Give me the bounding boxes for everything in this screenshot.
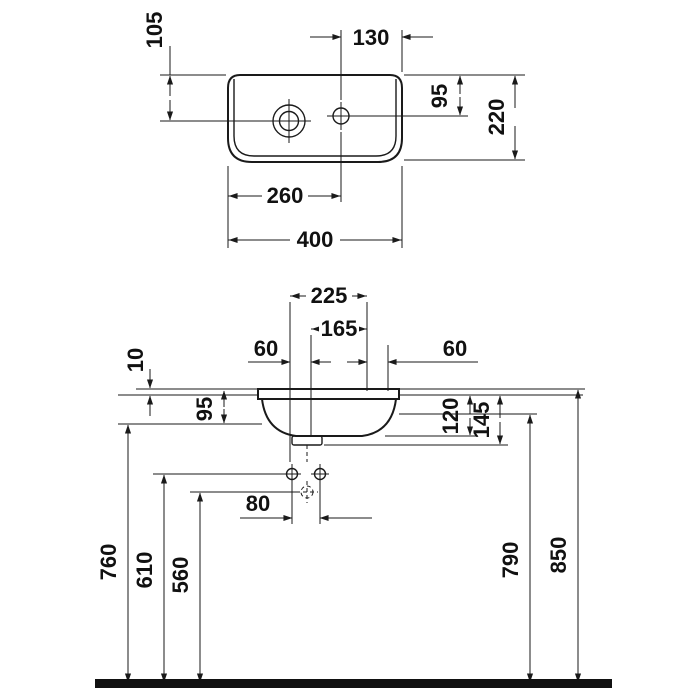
fixing-hole-right (311, 464, 329, 484)
dim-faucet-from-left: 260 (227, 132, 342, 248)
drain-outlet-mark (296, 481, 318, 503)
dim-label-790: 790 (498, 542, 523, 579)
dim-height-bracket: 760 (96, 423, 262, 683)
dim-label-220: 220 (484, 99, 509, 136)
dim-label-225: 225 (311, 283, 348, 308)
dim-label-120: 120 (438, 398, 463, 435)
dim-overall-depth: 220 (404, 75, 525, 161)
dim-label-60-right: 60 (443, 336, 467, 361)
dim-fixing-hole-spacing: 80 (240, 484, 372, 524)
dim-label-95-top: 95 (427, 84, 452, 108)
drain-hole (267, 99, 311, 143)
basin-outline-front (257, 388, 400, 462)
front-view: 225 165 60 60 10 (95, 283, 612, 688)
dim-label-260: 260 (267, 183, 304, 208)
dim-faucet-depth: 95 (404, 74, 525, 116)
dim-label-130: 130 (353, 25, 390, 50)
dim-faucet-from-right: 130 (310, 25, 433, 100)
dim-bowl-offset: 105 (142, 12, 267, 122)
fixing-hole-left (283, 464, 301, 484)
dim-label-610: 610 (132, 552, 157, 589)
dim-label-80: 80 (246, 491, 270, 516)
dim-label-760: 760 (96, 544, 121, 581)
dim-rim-to-bracket: 95 (192, 390, 228, 424)
dim-rim-thickness: 10 (123, 348, 154, 416)
dim-overall-width: 400 (228, 166, 403, 252)
floor-line (95, 679, 612, 688)
dim-label-145: 145 (469, 402, 494, 439)
dim-label-95-front: 95 (192, 397, 217, 421)
basin-inner-rim-top (233, 79, 397, 157)
dim-right-spacing: 60 (347, 336, 478, 391)
dim-label-60-left: 60 (254, 336, 278, 361)
top-view: 130 105 95 220 (142, 12, 525, 252)
dim-drain-to-faucet: 165 (310, 316, 367, 436)
basin-outline-top (227, 74, 403, 163)
dim-label-560: 560 (168, 557, 193, 594)
dim-width-to-faucet: 225 (289, 283, 368, 462)
dim-depth-to-body: 120 (385, 395, 478, 437)
drain-trap (291, 435, 323, 446)
dim-label-165: 165 (321, 316, 358, 341)
dim-height-drain: 560 (168, 491, 299, 683)
dim-label-400: 400 (297, 227, 334, 252)
dim-left-spacing: 60 (248, 336, 331, 366)
dim-height-rim: 850 (546, 389, 582, 683)
faucet-hole (327, 102, 468, 130)
dim-label-105: 105 (142, 12, 167, 49)
dim-label-850: 850 (546, 537, 571, 574)
dim-depth-to-trap: 145 (324, 395, 508, 446)
dim-height-fixing: 610 (132, 473, 283, 683)
dim-label-10: 10 (123, 348, 148, 372)
dim-height-overflow: 790 (399, 413, 537, 683)
